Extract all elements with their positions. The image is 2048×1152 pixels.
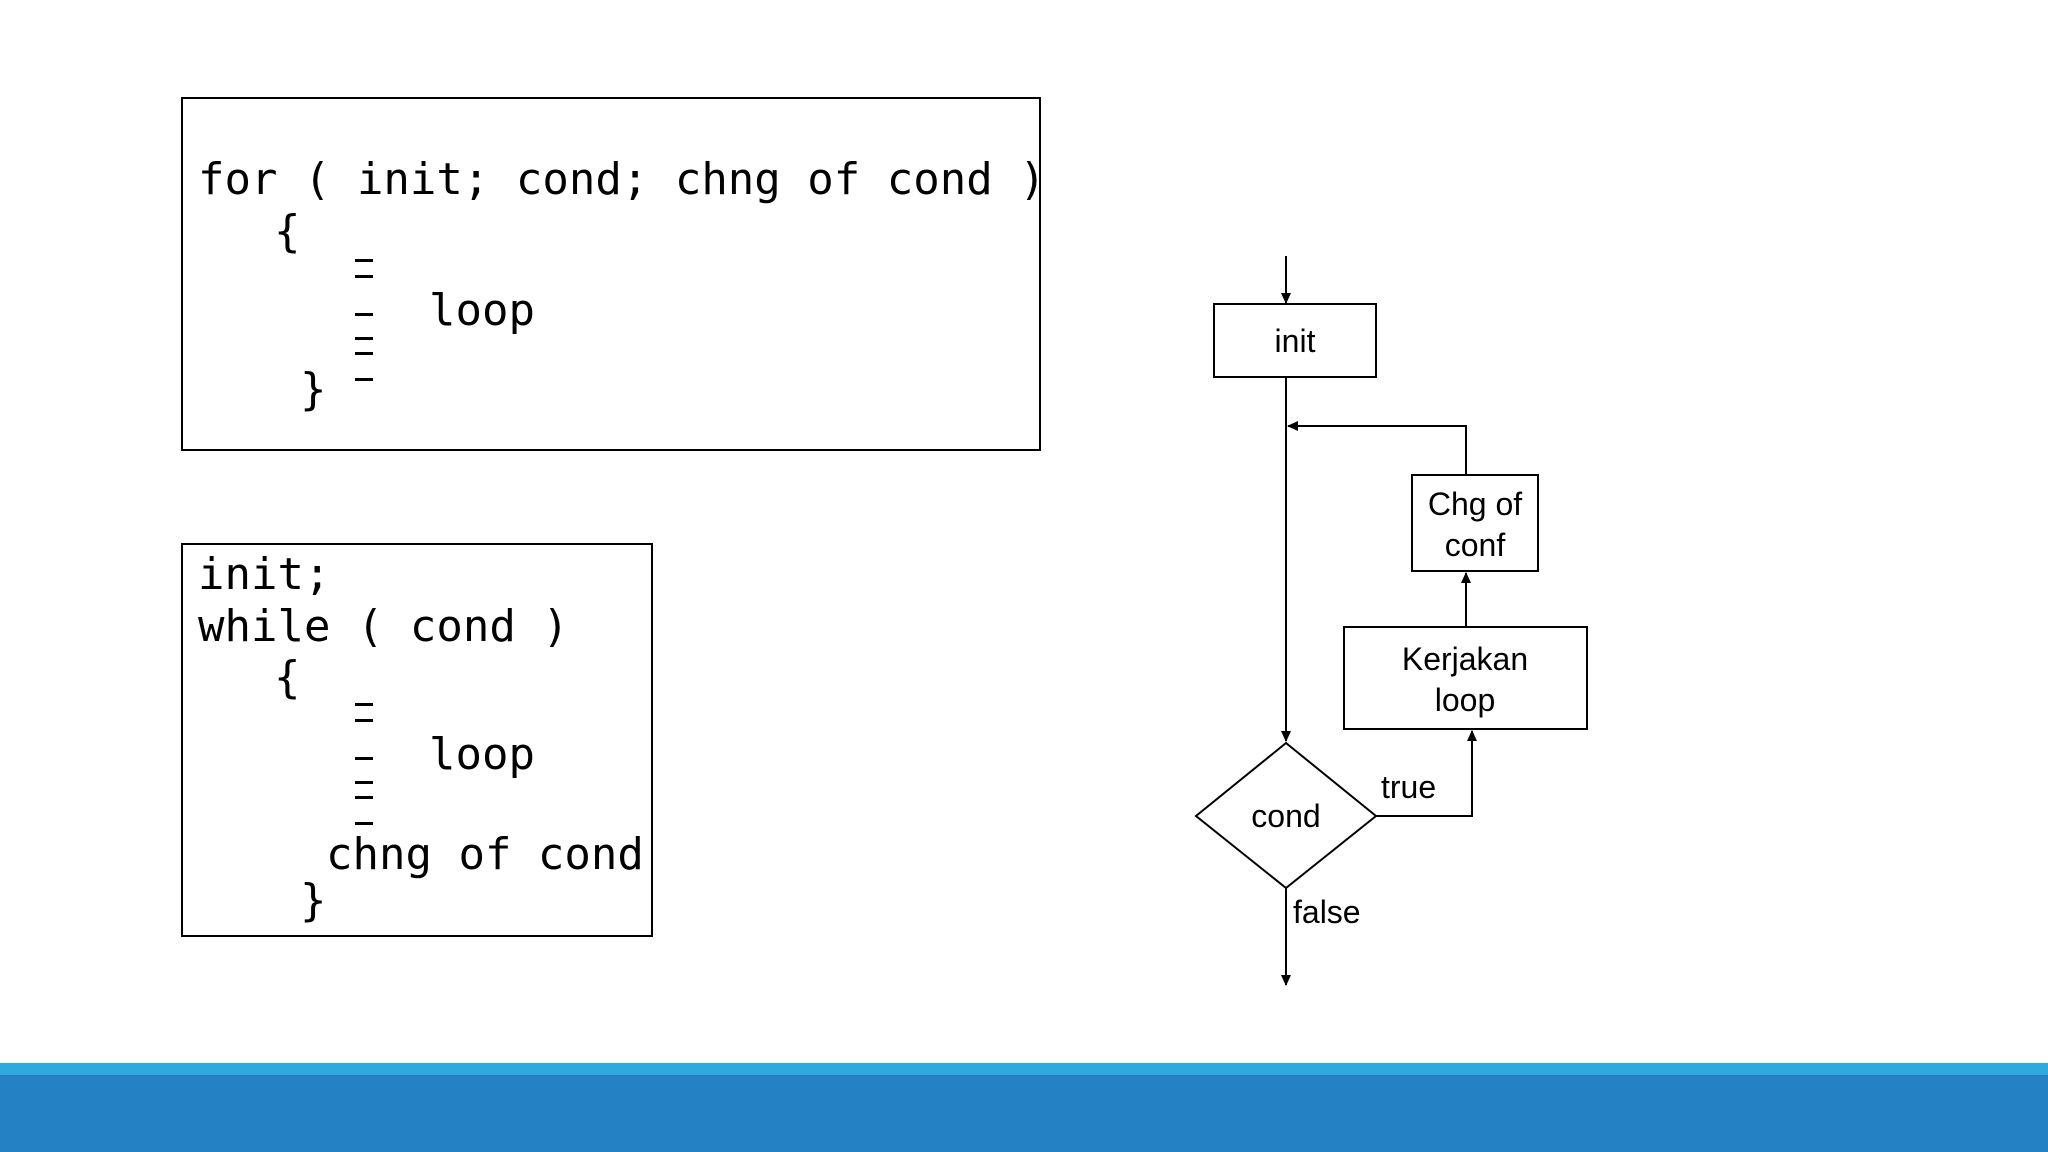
while-dash-4	[355, 781, 373, 784]
for-dash-3	[355, 313, 373, 316]
kerjakan-loop-box	[1343, 626, 1588, 730]
while-dash-1	[355, 703, 373, 706]
while-open-brace: {	[274, 652, 301, 703]
init-box	[1213, 303, 1377, 378]
while-dash-2	[355, 719, 373, 722]
true-label: true	[1381, 769, 1436, 805]
footer-bar	[0, 1075, 2048, 1152]
while-chng-line: chng of cond	[326, 829, 644, 880]
chg-of-conf-box	[1411, 474, 1539, 572]
footer-accent-bar	[0, 1063, 2048, 1075]
loopback-arrow	[1287, 421, 1467, 474]
while-dash-5	[355, 796, 373, 799]
for-header-line: for ( init; cond; chng of cond )	[198, 154, 1046, 205]
kerjakan-label-line1: Kerjakan	[1402, 641, 1528, 677]
chg-label-line2: conf	[1445, 527, 1506, 563]
for-dash-5	[355, 352, 373, 355]
kerjakan-label-line2: loop	[1435, 682, 1496, 718]
while-header-line: while ( cond )	[198, 601, 569, 652]
false-label: false	[1293, 894, 1361, 930]
for-open-brace: {	[274, 206, 301, 257]
for-loop-label: loop	[429, 285, 535, 336]
for-close-brace: }	[300, 364, 327, 415]
true-branch-arrow	[1376, 730, 1477, 817]
init-label: init	[1275, 323, 1316, 359]
while-loop-label: loop	[429, 729, 535, 780]
while-dash-6	[355, 822, 373, 825]
for-dash-4	[355, 337, 373, 340]
for-dash-1	[355, 259, 373, 262]
for-code-box: for ( init; cond; chng of cond ) { loop …	[181, 97, 1046, 451]
for-dash-2	[355, 275, 373, 278]
while-close-brace: }	[300, 875, 327, 926]
while-dash-3	[355, 757, 373, 760]
for-dash-6	[355, 378, 373, 381]
while-code-box: init; while ( cond ) { loop chng of cond…	[181, 543, 653, 937]
chg-label-line1: Chg of	[1428, 486, 1522, 522]
cond-label: cond	[1251, 798, 1320, 834]
while-init-line: init;	[198, 549, 331, 600]
